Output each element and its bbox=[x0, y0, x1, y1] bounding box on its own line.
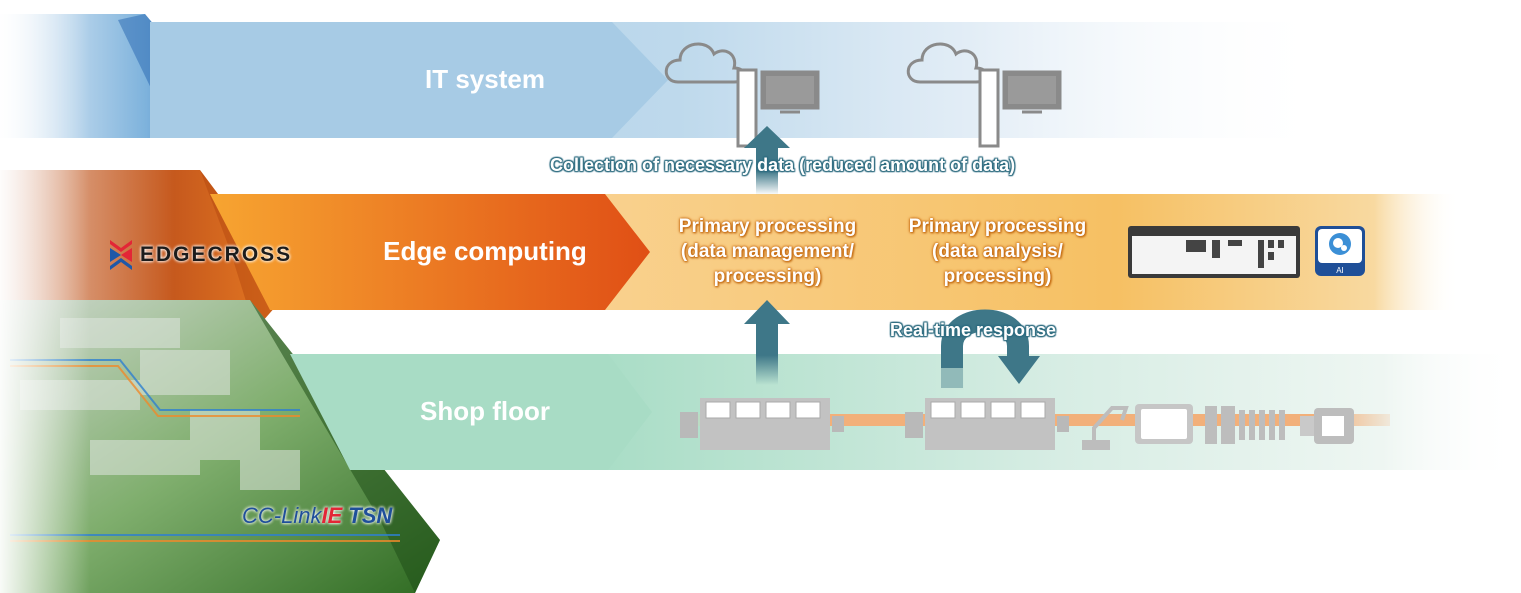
hmi-panel-icon bbox=[1135, 404, 1193, 444]
curved-arrow-icon bbox=[940, 309, 1040, 390]
up-arrow-icon bbox=[744, 126, 790, 195]
primary-processing-1: Primary processing (data management/ pro… bbox=[655, 214, 880, 289]
io-terminal-icon bbox=[1205, 406, 1285, 444]
collection-annotation: Collection of necessary data (reduced am… bbox=[550, 155, 1016, 175]
cclink-tsn-wordmark: TSN bbox=[348, 503, 393, 528]
primary-processing-1-line3: processing) bbox=[713, 266, 822, 287]
primary-processing-1-line1: Primary processing bbox=[678, 216, 857, 237]
edgecross-wordmark: EDGECROSS bbox=[140, 243, 293, 266]
edge-computing-band bbox=[210, 194, 1460, 310]
primary-processing-2-line1: Primary processing bbox=[908, 216, 1087, 237]
cloud-computer-icon bbox=[906, 42, 1062, 148]
cclink-wordmark: CC-Link bbox=[242, 503, 322, 528]
cclink-ie-wordmark: IE bbox=[321, 503, 343, 528]
edge-computing-label: Edge computing bbox=[383, 236, 587, 266]
plc-module-icon bbox=[680, 398, 844, 450]
up-arrow-icon bbox=[744, 300, 790, 385]
plc-module-icon bbox=[905, 398, 1069, 450]
primary-processing-2: Primary processing (data analysis/ proce… bbox=[885, 214, 1110, 289]
primary-processing-2-line3: processing) bbox=[943, 266, 1052, 287]
plc-controller-icon bbox=[1128, 226, 1300, 278]
primary-processing-2-line2: (data analysis/ bbox=[932, 241, 1063, 262]
edgecross-logo: EDGECROSS bbox=[108, 238, 292, 272]
ai-badge-label: AI bbox=[1336, 266, 1344, 275]
ethernet-connector-icon bbox=[1300, 408, 1354, 444]
realtime-annotation: Real-time response bbox=[890, 320, 1057, 340]
it-system-label: IT system bbox=[425, 64, 545, 94]
primary-processing-1-line2: (data management/ bbox=[680, 241, 855, 262]
shop-floor-band bbox=[290, 354, 1520, 470]
edgecross-mark-icon bbox=[110, 240, 132, 270]
ai-badge-icon bbox=[1315, 226, 1365, 276]
robot-arm-icon bbox=[1082, 406, 1129, 450]
shop-floor-label: Shop floor bbox=[420, 396, 550, 426]
